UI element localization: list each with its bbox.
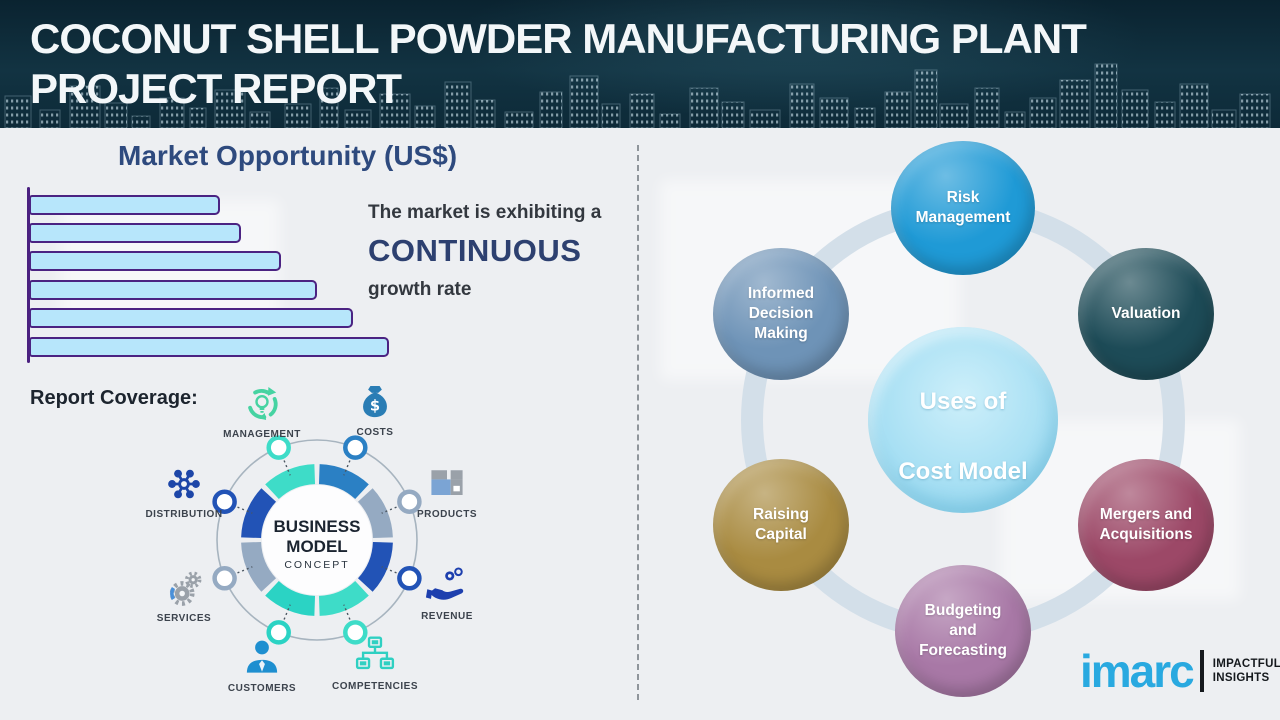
section-divider <box>637 145 639 700</box>
cost-model-center-bubble: Uses of Cost Model <box>868 327 1058 513</box>
business-model-item-label: REVENUE <box>421 611 473 622</box>
chart-y-axis <box>27 187 30 363</box>
customer-person-icon <box>246 640 278 673</box>
bubble-label: Budgeting and Forecasting <box>919 601 1007 660</box>
bubble-label: Risk Management <box>915 188 1011 226</box>
page-title-line2: PROJECT REPORT <box>30 65 402 112</box>
money-bag-icon: $ <box>363 385 387 418</box>
report-coverage-label: Report Coverage: <box>30 387 198 409</box>
business-model-item-label: CUSTOMERS <box>227 683 297 694</box>
bubble-label: Raising Capital <box>753 505 809 543</box>
logo-divider-bar <box>1199 650 1204 692</box>
business-model-item-label: COSTS <box>356 427 394 438</box>
business-model-item-management: MANAGEMENT <box>202 382 322 440</box>
chart-bar <box>29 337 389 357</box>
bubble-risk-management: Risk Management <box>891 141 1035 275</box>
business-model-item-label: DISTRIBUTION <box>145 509 223 520</box>
market-note: The market is exhibiting a CONTINUOUS gr… <box>368 202 638 301</box>
svg-text:$: $ <box>370 398 380 415</box>
bubble-label: Mergers and Acquisitions <box>1099 505 1193 543</box>
header-banner: COCONUT SHELL POWDER MANUFACTURING PLANT… <box>0 0 1280 128</box>
market-opportunity-bar-chart <box>27 187 447 367</box>
chart-bar <box>29 195 220 215</box>
business-model-diagram: BUSINESS MODEL CONCEPT <box>212 435 422 645</box>
cost-model-center-line2: Cost Model <box>898 457 1028 485</box>
business-model-item-costs: $ COSTS <box>315 380 435 438</box>
market-note-line3: growth rate <box>368 279 472 300</box>
bubble-label: Informed Decision Making <box>747 284 815 343</box>
chart-bar <box>29 251 281 271</box>
logo-tagline-line2: INSIGHTS <box>1212 672 1270 684</box>
bubble-valuation: Valuation <box>1078 248 1214 380</box>
business-model-center-line1: BUSINESS <box>274 517 361 536</box>
market-note-line1: The market is exhibiting a <box>368 202 602 223</box>
bubble-informed-decision-making: Informed Decision Making <box>713 248 849 380</box>
business-model-item-label: COMPETENCIES <box>331 681 418 692</box>
city-skyline-illustration <box>4 63 1271 128</box>
market-note-emphasis: CONTINUOUS <box>368 233 582 268</box>
product-box-icon <box>431 470 463 495</box>
business-model-center-line3: CONCEPT <box>284 559 349 571</box>
imarc-logo: imarc IMPACTFUL INSIGHTS <box>1080 648 1280 694</box>
distribution-network-icon <box>168 469 200 499</box>
chart-bar <box>29 280 317 300</box>
competencies-orgchart-icon <box>355 636 395 670</box>
imarc-brand-text: imarc <box>1080 645 1195 697</box>
cost-model-center-line1: Uses of <box>919 388 1007 416</box>
bubble-budgeting-forecasting: Budgeting and Forecasting <box>895 565 1031 697</box>
business-model-item-label: MANAGEMENT <box>223 429 301 440</box>
chart-bar <box>29 308 353 328</box>
page-title-line1: COCONUT SHELL POWDER MANUFACTURING PLANT <box>30 15 1087 62</box>
market-opportunity-heading: Market Opportunity (US$) <box>118 140 458 171</box>
bubble-mergers-acquisitions: Mergers and Acquisitions <box>1078 459 1214 591</box>
business-model-item-distribution: DISTRIBUTION <box>124 462 244 520</box>
logo-tagline-line1: IMPACTFUL <box>1212 657 1280 670</box>
business-model-item-label: PRODUCTS <box>416 509 478 520</box>
business-model-item-products: PRODUCTS <box>387 462 507 520</box>
chart-bar <box>29 223 241 243</box>
page-title: COCONUT SHELL POWDER MANUFACTURING PLANT… <box>30 14 1087 114</box>
business-model-item-competencies: COMPETENCIES <box>315 634 435 692</box>
bubble-raising-capital: Raising Capital <box>713 459 849 591</box>
business-model-item-label: SERVICES <box>156 613 212 624</box>
business-model-item-services: SERVICES <box>124 566 244 624</box>
bubble-label: Valuation <box>1111 304 1181 322</box>
business-model-item-revenue: REVENUE <box>387 564 507 622</box>
business-model-item-customers: CUSTOMERS <box>202 636 322 694</box>
gears-icon <box>169 571 202 606</box>
business-model-center-line2: MODEL <box>286 537 347 556</box>
management-icon <box>248 387 278 421</box>
revenue-hand-coins-icon <box>425 567 464 600</box>
